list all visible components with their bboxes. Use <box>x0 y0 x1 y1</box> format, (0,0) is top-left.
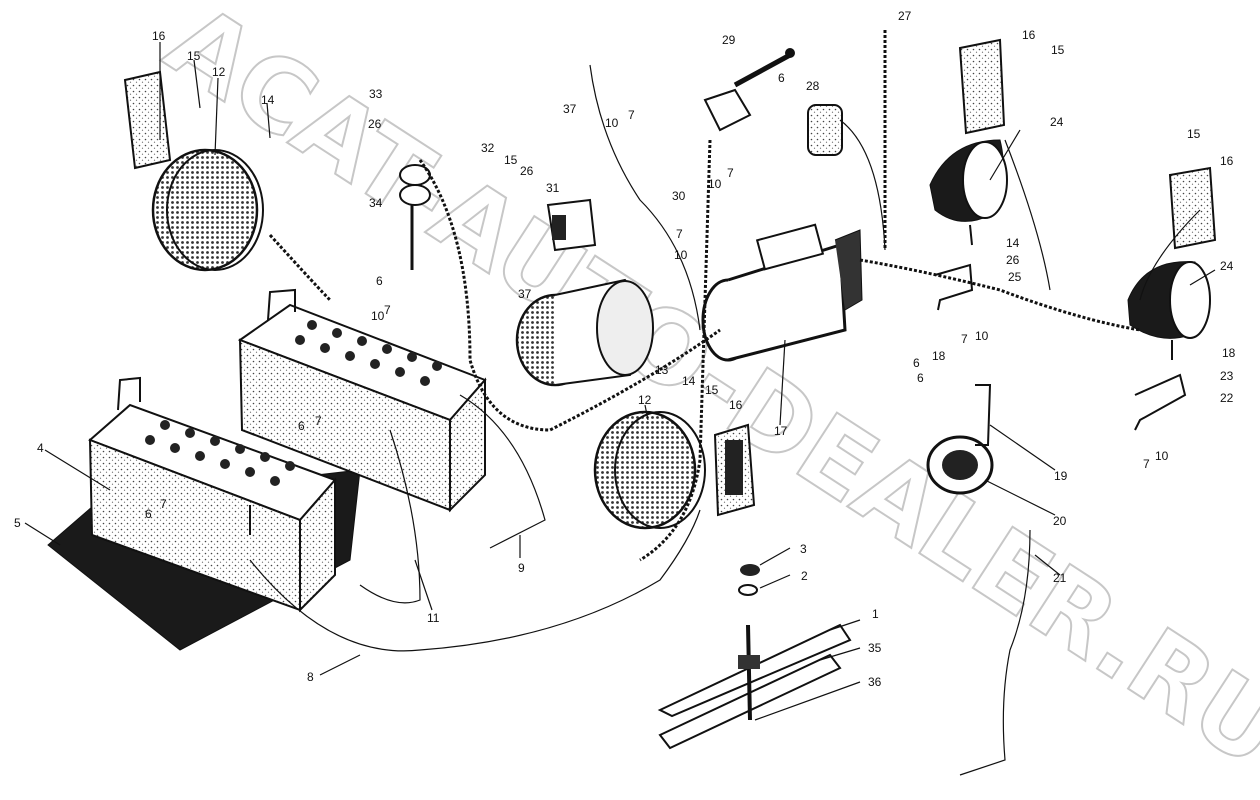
callout-15e: 15 <box>1187 127 1201 141</box>
generator <box>515 278 654 387</box>
callout-10c: 10 <box>708 177 722 191</box>
callout-28: 28 <box>806 79 820 93</box>
callout-36: 36 <box>868 675 882 689</box>
callout-13: 13 <box>655 363 669 377</box>
callout-7d: 7 <box>628 108 635 122</box>
callout-6d: 6 <box>778 71 785 85</box>
callout-7c: 7 <box>160 497 167 511</box>
callout-34: 34 <box>369 196 383 210</box>
callout-12a: 12 <box>212 65 226 79</box>
callout-2: 2 <box>801 569 808 583</box>
callout-14a: 14 <box>261 93 275 107</box>
callout-14c: 14 <box>1006 236 1020 250</box>
callout-6a: 6 <box>376 274 383 288</box>
callout-6e: 6 <box>913 356 920 370</box>
clamp-assembly <box>657 623 852 750</box>
callout-18b: 18 <box>1222 346 1236 360</box>
callout-21: 21 <box>1053 571 1067 585</box>
callout-6b: 6 <box>298 419 305 433</box>
callout-16a: 16 <box>152 29 166 43</box>
callout-6f: 6 <box>917 371 924 385</box>
callout-7g: 7 <box>961 332 968 346</box>
callout-31: 31 <box>546 181 560 195</box>
callout-8: 8 <box>307 670 314 684</box>
nut-washer <box>738 564 760 596</box>
callout-labels: 1 2 3 4 5 6 6 6 6 6 6 7 7 7 7 7 7 7 7 8 … <box>14 9 1236 689</box>
callout-33: 33 <box>369 87 383 101</box>
callout-4: 4 <box>37 441 44 455</box>
callout-18a: 18 <box>932 349 946 363</box>
callout-26c: 26 <box>1006 253 1020 267</box>
callout-32: 32 <box>481 141 495 155</box>
callout-19: 19 <box>1054 469 1068 483</box>
callout-15b: 15 <box>504 153 518 167</box>
callout-10f: 10 <box>1155 449 1169 463</box>
callout-30: 30 <box>672 189 686 203</box>
callout-10d: 10 <box>674 248 688 262</box>
callout-23: 23 <box>1220 369 1234 383</box>
callout-7e: 7 <box>727 166 734 180</box>
callout-5: 5 <box>14 516 21 530</box>
callout-29: 29 <box>722 33 736 47</box>
callout-26b: 26 <box>520 164 534 178</box>
callout-27: 27 <box>898 9 912 23</box>
callout-24a: 24 <box>1050 115 1064 129</box>
callout-12b: 12 <box>638 393 652 407</box>
callout-6c: 6 <box>145 507 152 521</box>
callout-17: 17 <box>774 424 788 438</box>
sensor-34 <box>399 164 431 270</box>
work-light-upper <box>929 139 1008 246</box>
callout-14b: 14 <box>682 374 696 388</box>
callout-25: 25 <box>1008 270 1022 284</box>
callout-3: 3 <box>800 542 807 556</box>
switch-29 <box>703 48 795 132</box>
side-lamp-center <box>713 423 756 517</box>
callout-1: 1 <box>872 607 879 621</box>
callout-24b: 24 <box>1220 259 1234 273</box>
callout-10b: 10 <box>605 116 619 130</box>
callout-7b: 7 <box>315 414 322 428</box>
lamp-28 <box>807 104 843 156</box>
callout-10e: 10 <box>975 329 989 343</box>
starter-motor <box>701 223 863 362</box>
battery-rear <box>237 288 487 513</box>
callout-15d: 15 <box>1051 43 1065 57</box>
leader-lines <box>24 42 1216 721</box>
callout-37a: 37 <box>563 102 577 116</box>
side-lamp-right <box>1168 166 1217 250</box>
bracket-18 <box>934 263 1187 431</box>
callout-7h: 7 <box>1143 457 1150 471</box>
callout-7f: 7 <box>676 227 683 241</box>
wiring-harness <box>249 30 1201 776</box>
headlight-bottom-center <box>593 410 706 530</box>
work-light-lower <box>1127 261 1211 360</box>
callout-15c: 15 <box>705 383 719 397</box>
callout-16b: 16 <box>729 398 743 412</box>
callout-10a: 10 <box>371 309 385 323</box>
side-lamp-top-right <box>958 38 1006 135</box>
relay-31 <box>546 198 597 252</box>
callout-16c: 16 <box>1022 28 1036 42</box>
callout-37b: 37 <box>518 287 532 301</box>
callout-9: 9 <box>518 561 525 575</box>
horn <box>926 384 994 495</box>
callout-11: 11 <box>427 611 440 625</box>
battery-front <box>88 376 337 613</box>
callout-7a: 7 <box>384 303 391 317</box>
callout-15a: 15 <box>187 49 201 63</box>
callout-26a: 26 <box>368 117 382 131</box>
callout-16d: 16 <box>1220 154 1234 168</box>
callout-22: 22 <box>1220 391 1234 405</box>
headlight-top-left <box>123 70 264 272</box>
callout-35: 35 <box>868 641 882 655</box>
callout-20: 20 <box>1053 514 1067 528</box>
